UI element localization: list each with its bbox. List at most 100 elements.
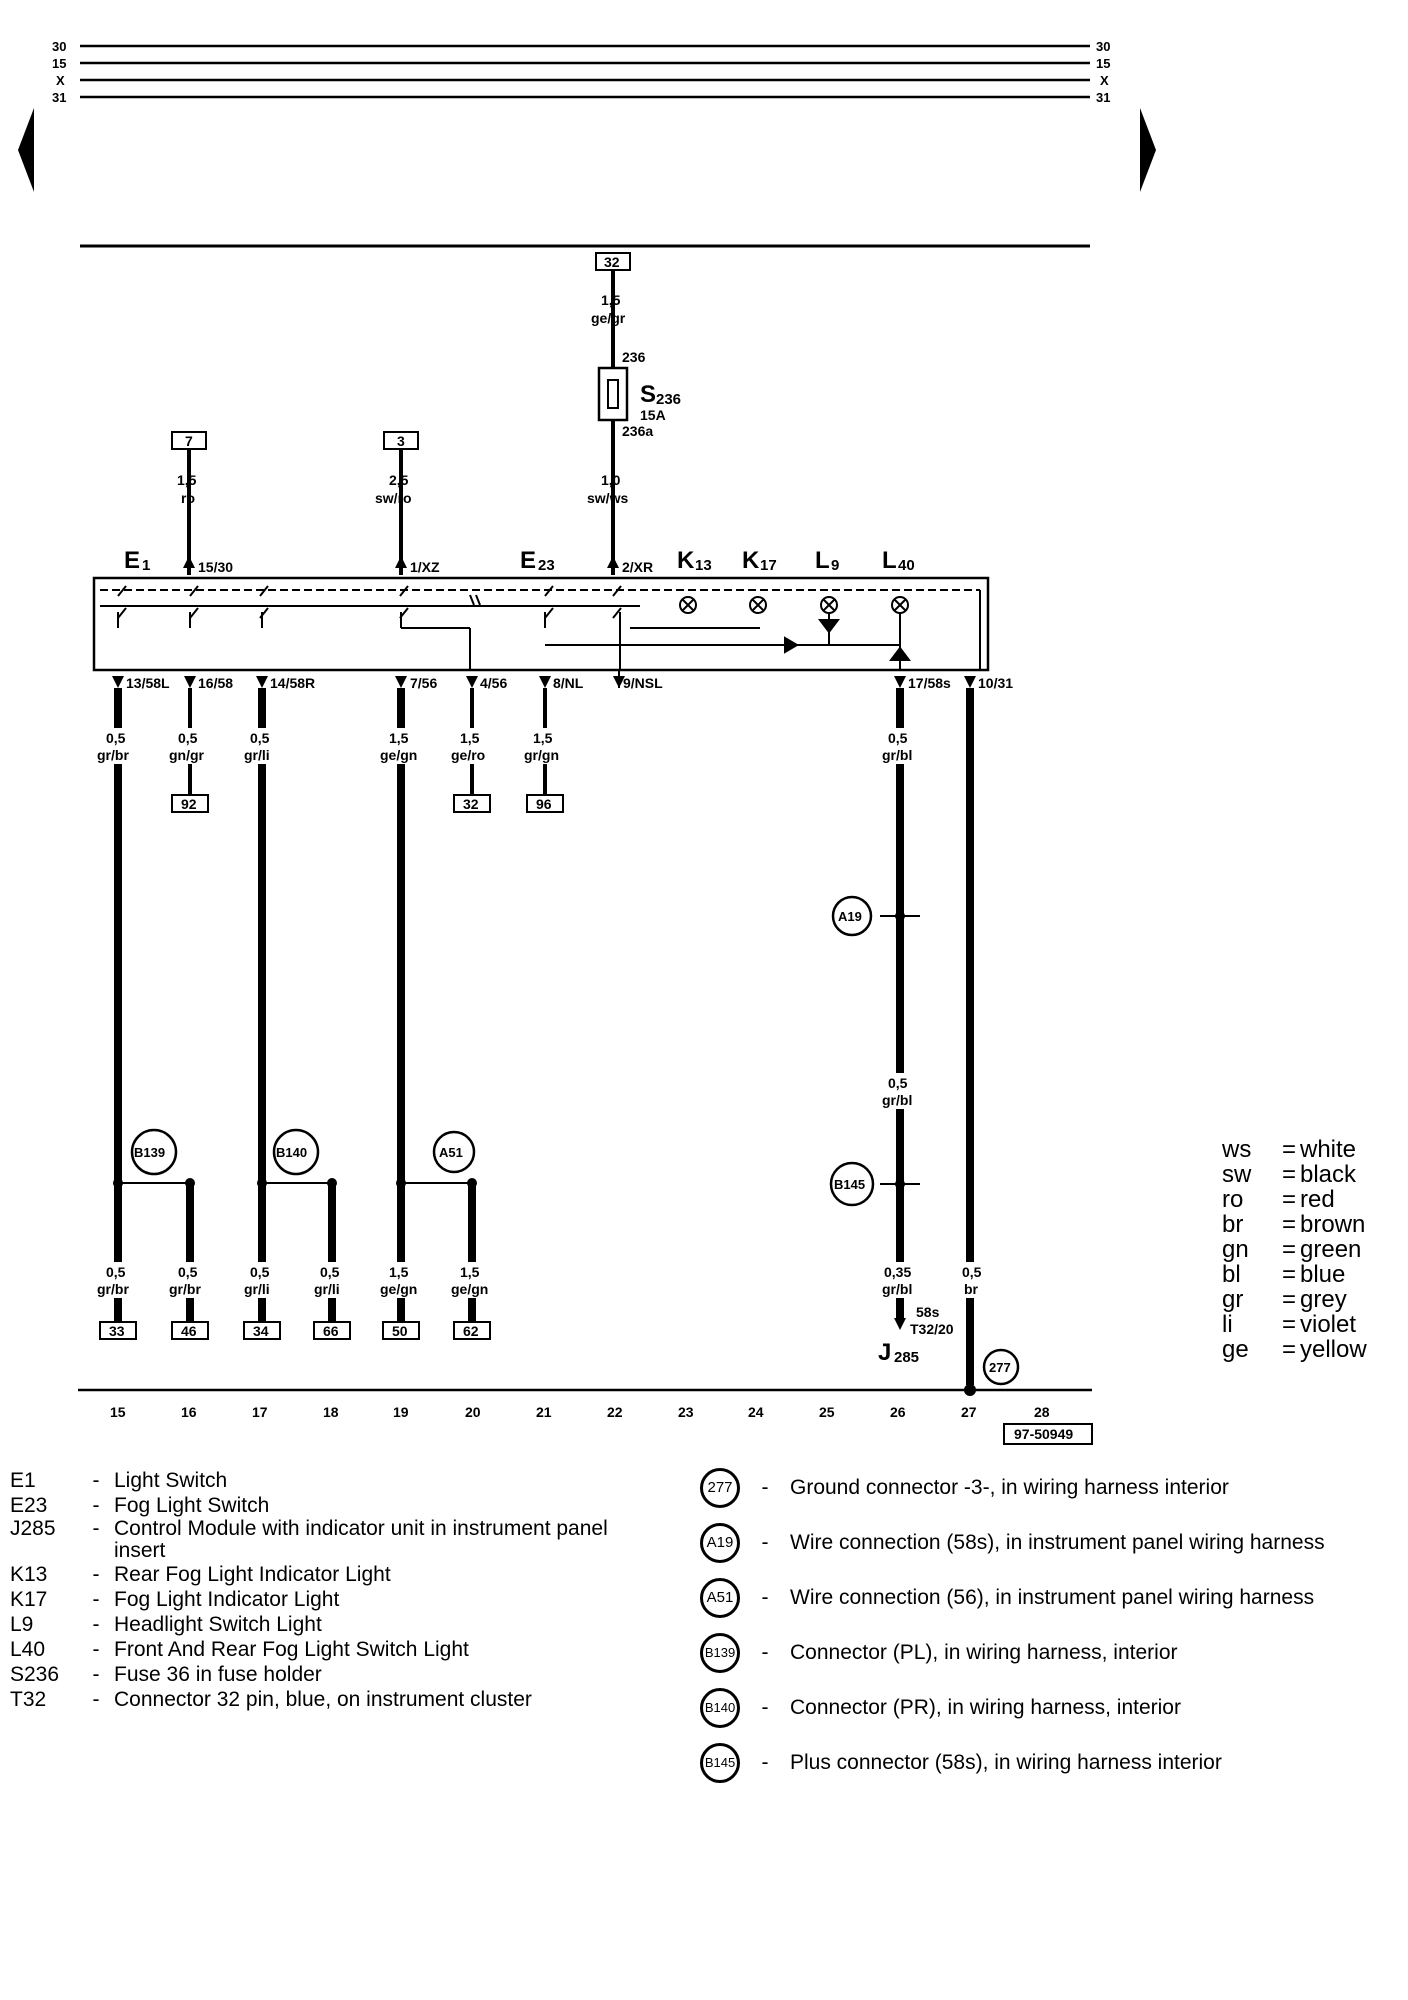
color-name: grey [1300,1286,1347,1313]
label-l9-sub: 9 [831,557,839,574]
wire-color: sw/ro [375,490,412,506]
fuse-pin-b: 236a [622,423,653,439]
label-backgrounds [100,728,924,1109]
pin-14-58r: 14/58R [270,675,315,691]
wire-color: gn/gr [169,747,205,763]
connector-description: Wire connection (58s), in instrument pan… [790,1530,1325,1554]
legend-row: J285-Control Module with indicator unit … [10,1518,674,1562]
wire-size: 0,5 [888,1075,908,1091]
ref-box-50: 50 [392,1323,408,1339]
component-code: L9 [10,1613,34,1636]
component-code: S236 [10,1663,60,1686]
legend-row: E23-Fog Light Switch [10,1493,674,1518]
equals: = [1282,1336,1297,1363]
equals: = [1282,1161,1297,1188]
lower-ref-boxes: 33 46 34 66 50 62 [99,1321,491,1340]
wire-color: gr/br [169,1281,201,1297]
wire-size: 0,5 [178,1264,198,1280]
bus-lines [80,44,1090,99]
dash: - [92,1588,100,1611]
color-code: ge [1222,1336,1249,1363]
component-code: K17 [10,1588,48,1611]
previous-page-arrow-icon[interactable] [18,108,34,192]
legend-row: gr=grey [1222,1288,1367,1313]
track-number: 26 [890,1404,906,1420]
legend-row: 277-Ground connector -3-, in wiring harn… [700,1460,1325,1515]
color-name: white [1300,1136,1357,1163]
dash: - [761,1750,769,1774]
bus-label-30: 30 [52,39,66,54]
dash: - [92,1613,100,1636]
wire-size: 1,5 [533,730,553,746]
dash: - [92,1494,100,1517]
j285-module: 58s T32/20 J 285 [878,1304,954,1366]
bus-label-x-right: X [1100,73,1109,88]
connector-b140-label: B140 [276,1145,307,1160]
wire-size: 0,5 [250,1264,270,1280]
color-name: violet [1300,1311,1357,1338]
legend-row: sw=black [1222,1163,1367,1188]
ref-box-32-top-label: 32 [604,254,620,270]
pin-15-30: 15/30 [198,559,233,575]
bus-labels-left: 30 15 X 31 [52,39,66,105]
connector-b139-label: B139 [134,1145,165,1160]
dash: - [761,1530,769,1554]
track-number: 16 [181,1404,197,1420]
component-code: J285 [10,1517,56,1540]
ref-box-34: 34 [253,1323,269,1339]
next-page-arrow-icon[interactable] [1140,108,1156,192]
j285-pin: 58s [916,1304,940,1320]
connector-description: Connector (PR), in wiring harness, inter… [790,1695,1181,1719]
component-description: Rear Fog Light Indicator Light [114,1563,391,1586]
wire-size: 2,5 [389,472,409,488]
wire-color: gr/li [244,747,270,763]
bus-label-31: 31 [52,90,66,105]
label-k13: K [677,547,695,574]
wire-size: 1,5 [177,472,197,488]
legend-row: ge=yellow [1222,1338,1367,1363]
connector-symbol: 277 [700,1467,740,1508]
component-description: Fog Light Switch [114,1494,270,1517]
bottom-pin-arrows [112,676,976,688]
connector-description: Plus connector (58s), in wiring harness … [790,1750,1222,1774]
pin-16-58: 16/58 [198,675,233,691]
wire-color: br [964,1281,979,1297]
top-pin-arrows [183,556,619,568]
track-number: 22 [607,1404,623,1420]
wire-color: sw/ws [587,490,628,506]
switch-top-pins: 15/30 1/XZ 2/XR [198,559,653,575]
dash: - [92,1563,100,1586]
legend-row: gn=green [1222,1238,1367,1263]
legend-row: E1-Light Switch [10,1468,674,1493]
wire-color: gr/li [314,1281,340,1297]
pin-13-58l: 13/58L [126,675,170,691]
wire-size: 1,5 [460,730,480,746]
color-code: li [1222,1311,1233,1338]
component-legend: E1-Light Switch E23-Fog Light Switch J28… [10,1468,674,1712]
ref-box-92: 92 [181,796,197,812]
j285-connector: T32/20 [910,1321,954,1337]
component-description: Headlight Switch Light [114,1613,322,1636]
ref-box-66: 66 [323,1323,339,1339]
feed-3: 3 2,5 sw/ro [375,431,419,575]
wire-size: 0,5 [106,1264,126,1280]
short-wire-ref-boxes: 92 32 96 [171,794,564,813]
lower-label-backgrounds [98,1262,987,1298]
legend-row: li=violet [1222,1313,1367,1338]
label-j285: J [878,1339,891,1366]
wire-size: 1,0 [601,472,621,488]
fuse-label: S [640,381,656,408]
wire-color: gr/bl [882,1281,912,1297]
equals: = [1282,1286,1297,1313]
equals: = [1282,1236,1297,1263]
diode-icon [784,636,799,654]
label-l9: L [815,547,830,574]
color-code: ws [1222,1136,1252,1163]
dash: - [761,1695,769,1719]
diode-l40-icon [889,646,911,661]
dash: - [92,1517,100,1540]
connector-b145: B145 [829,1161,920,1207]
color-name: brown [1300,1211,1366,1238]
wire-color: ge/gn [380,1281,417,1297]
switch-bottom-pins: 13/58L 16/58 14/58R 7/56 4/56 8/NL 9/NSL… [126,675,1013,691]
